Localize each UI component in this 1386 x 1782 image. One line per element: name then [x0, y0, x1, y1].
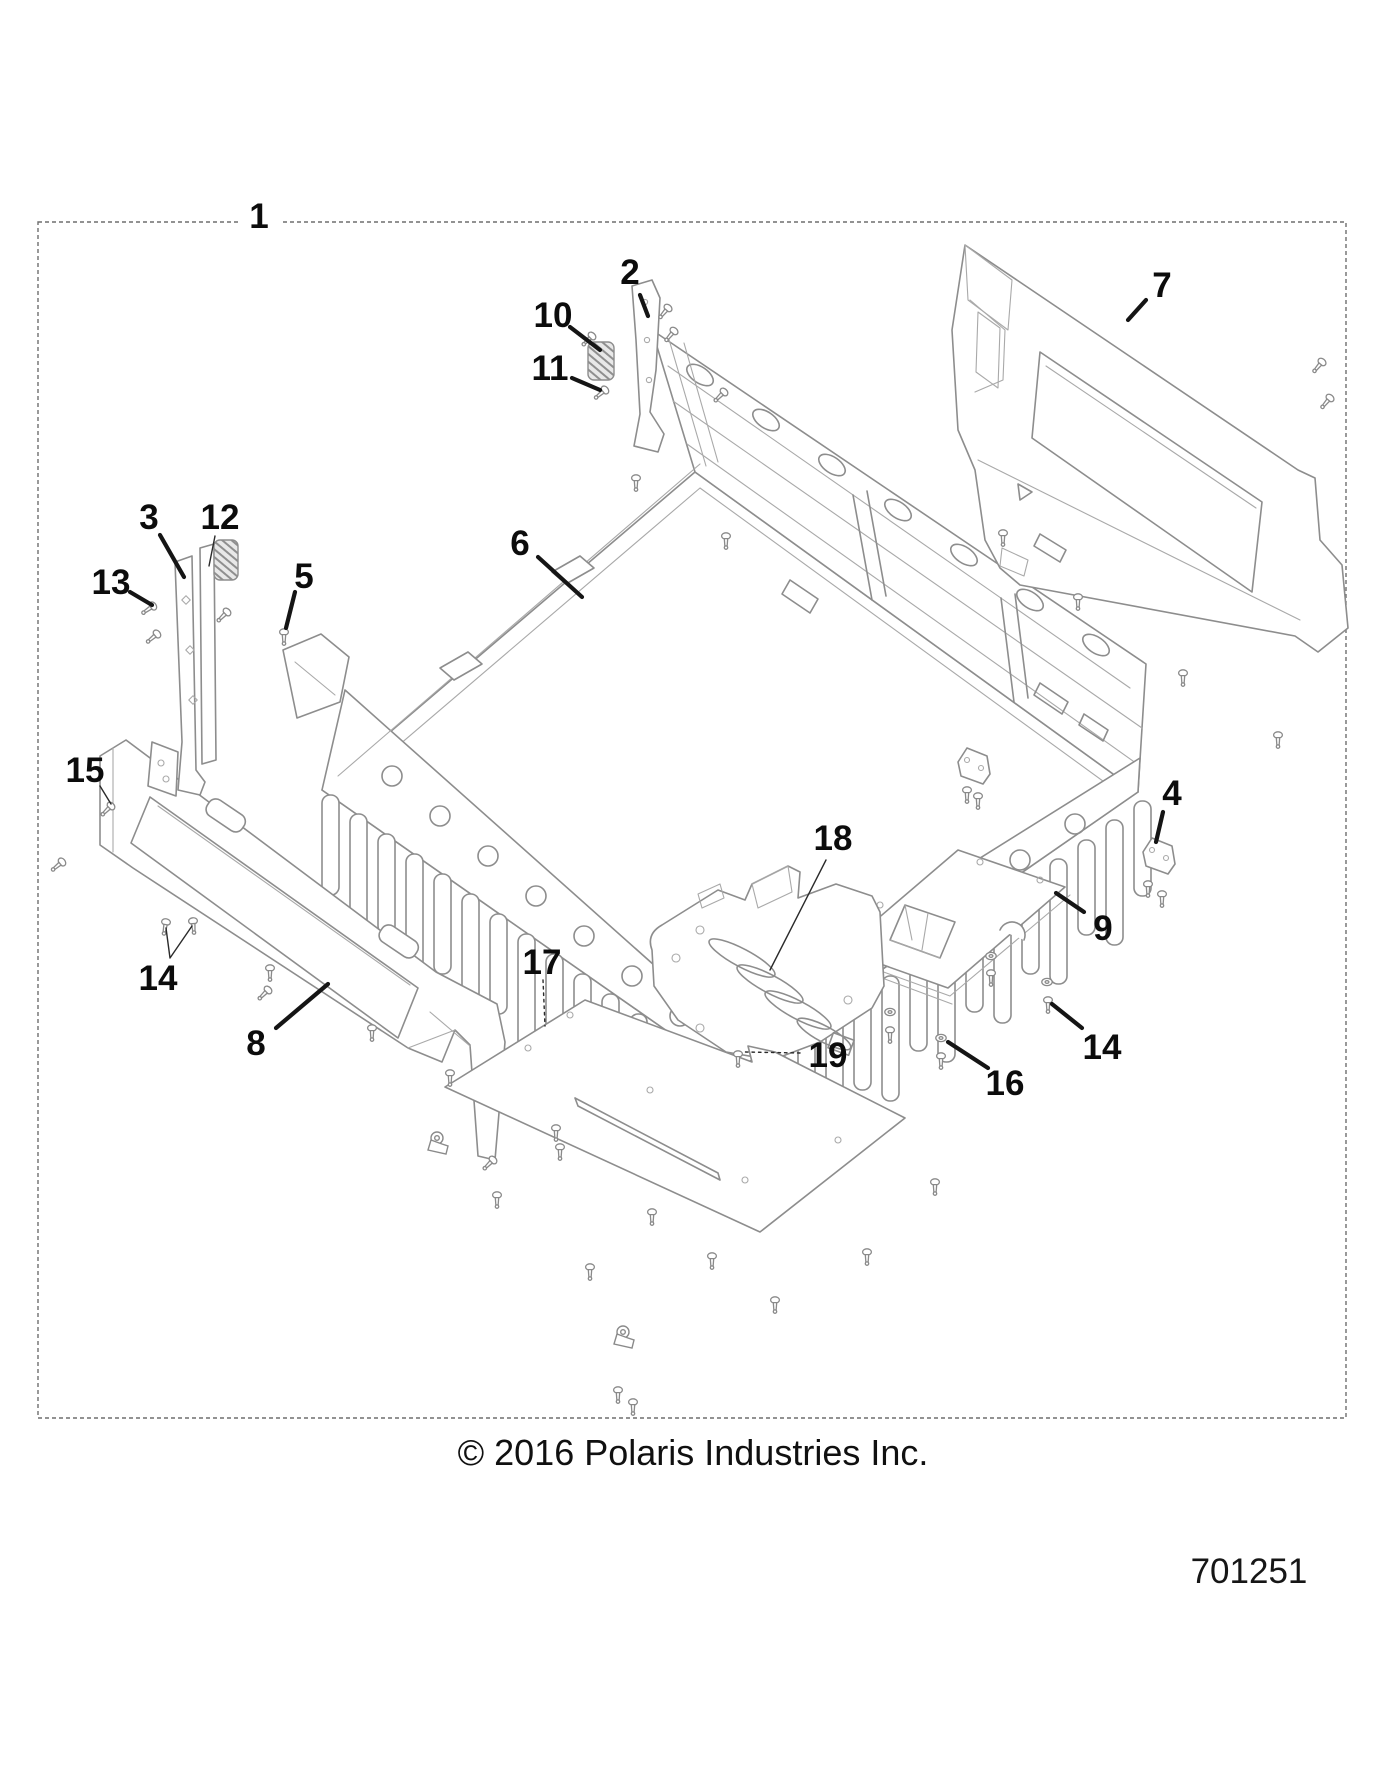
- leader-13: [127, 589, 155, 608]
- bracket-2-outline: [631, 279, 665, 453]
- rear-wall-panel-line2: [686, 443, 1141, 767]
- leader-16: [945, 1039, 991, 1071]
- rear-wall-cutouts: [781, 579, 1109, 742]
- corner-bracket-drawing: [282, 633, 350, 719]
- callout-6: 6: [510, 524, 529, 563]
- tailgate-rect-hole: [1033, 533, 1067, 563]
- front-panel-window-line: [157, 805, 411, 986]
- support-bracket-3-drawing: [147, 539, 239, 797]
- clip-4-drawing: [1142, 837, 1176, 875]
- leader-7: [1125, 297, 1149, 323]
- leader-12: [208, 535, 216, 567]
- callout-8: 8: [246, 1024, 265, 1063]
- tailgate-window-line: [1045, 365, 1257, 509]
- copyright-text: © 2016 Polaris Industries Inc.: [458, 1432, 929, 1473]
- tailgate-window: [1031, 351, 1263, 593]
- callout-19: 19: [809, 1036, 848, 1075]
- tailgate-triangle-hole: [1017, 483, 1033, 501]
- callout-4: 4: [1162, 774, 1182, 813]
- corner-bracket-outline: [282, 633, 350, 719]
- callout-11: 11: [532, 349, 569, 388]
- leader-18: [769, 859, 827, 971]
- callout-2: 2: [620, 253, 639, 292]
- callout-18: 18: [814, 819, 853, 858]
- skid-plate-drawing: [649, 865, 885, 1061]
- latch-12: [213, 539, 239, 581]
- leader-8: [273, 981, 331, 1031]
- panel-9-notch: [999, 921, 1026, 941]
- rear-wall-panel-line: [672, 400, 1143, 729]
- leader-3: [157, 532, 187, 580]
- rear-wall-rail-holes: [685, 363, 1111, 657]
- bracket-3-foot: [147, 741, 179, 797]
- panel-17-outline: [444, 999, 906, 1233]
- callout-17: 17: [523, 943, 562, 982]
- callout-5: 5: [294, 557, 313, 596]
- leader-19: [744, 1051, 801, 1054]
- bracket-3-strip-left: [174, 555, 206, 796]
- rear-wall-mullions: [667, 335, 1029, 703]
- front-panel-window: [130, 796, 419, 1039]
- tailgate-endcap-brace: [969, 299, 1006, 393]
- panel-9-pocket-lines: [889, 904, 941, 959]
- tailgate-outline: [951, 244, 1349, 653]
- front-panel-latch-handles: [205, 798, 420, 959]
- assembly-dashed-border: [37, 221, 1347, 1419]
- callout-13: 13: [92, 563, 131, 602]
- tailgate-foot-tab: [999, 547, 1029, 577]
- callout-14b: 14: [1083, 1028, 1122, 1067]
- leader-10: [567, 324, 603, 353]
- callout-7: 7: [1152, 266, 1171, 305]
- leader-9: [1053, 890, 1087, 915]
- rear-wall-rail-line: [667, 365, 1131, 689]
- border-label-gap: [238, 218, 280, 226]
- callout-16: 16: [986, 1064, 1025, 1103]
- document-number: 701251: [1191, 1552, 1308, 1591]
- front-panel-wedge-lines: [407, 1011, 471, 1049]
- leader-14b: [1049, 1001, 1085, 1031]
- latch-10: [587, 341, 615, 381]
- tailgate-panel-drawing: [951, 244, 1349, 653]
- skid-plate-tab: [697, 883, 725, 909]
- bottom-panel-drawing: [444, 999, 906, 1233]
- front-edge-tabs: [337, 463, 701, 777]
- tailgate-endcap: [964, 244, 1013, 331]
- leader-6: [535, 554, 585, 600]
- callout-14a: 14: [139, 959, 178, 998]
- leader-17: [542, 979, 546, 1027]
- callout-3: 3: [139, 498, 158, 537]
- callout-1: 1: [249, 197, 268, 236]
- leader-15: [99, 785, 112, 805]
- leader-2: [637, 292, 651, 319]
- leader-11: [569, 375, 603, 393]
- tailgate-bottom-line: [977, 459, 1301, 621]
- callout-15: 15: [66, 751, 105, 790]
- support-bracket-2-drawing: [587, 279, 665, 453]
- skid-plate-slots: [708, 938, 852, 1051]
- leader-14a: [165, 925, 193, 959]
- callout-10: 10: [534, 296, 573, 335]
- callout-9: 9: [1093, 909, 1112, 948]
- callout-12: 12: [201, 498, 240, 537]
- panel-17-sill-strip: [574, 1097, 721, 1181]
- assembly-outline-group: 1: [37, 197, 1347, 1419]
- bracket-3-strip-right: [199, 543, 217, 765]
- leader-5: [283, 589, 298, 631]
- leader-4: [1153, 809, 1166, 845]
- skid-plate-fin: [751, 865, 793, 909]
- clip-4-outline: [1142, 837, 1176, 875]
- callout-labels: 2 10 11 7 3 12 13 5 6 15 14 8 17 18 19 1…: [66, 253, 1183, 1103]
- box-clip-drawing: [957, 747, 991, 785]
- skid-plate-square-hole: [827, 1031, 855, 1057]
- tailgate-endcap-window: [975, 311, 1001, 389]
- callout-leaders: [99, 292, 1166, 1071]
